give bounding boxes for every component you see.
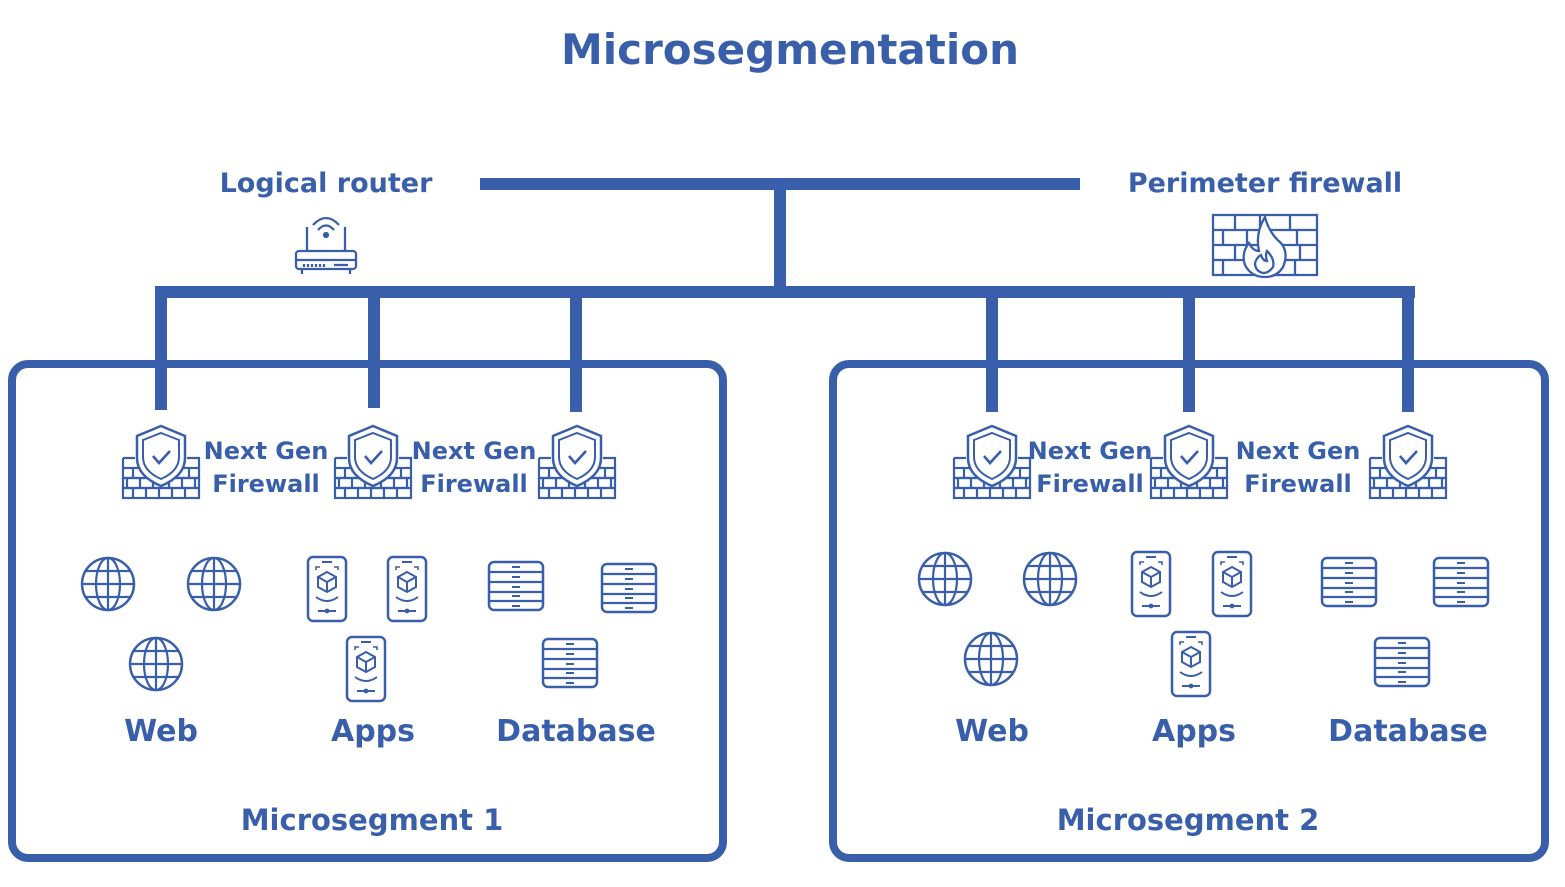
globe-icon <box>917 551 973 607</box>
wifi-router-icon <box>294 216 358 274</box>
globe-icon <box>1022 551 1078 607</box>
logical-router-label: Logical router <box>220 168 434 199</box>
group-label-apps: Apps <box>1152 714 1236 749</box>
microsegment-1-box <box>8 360 727 862</box>
next-gen-firewall-icon <box>952 424 1032 500</box>
database-icon <box>1373 636 1431 688</box>
globe-icon <box>186 556 242 612</box>
next-gen-firewall-icon <box>537 424 617 500</box>
ngfw-label-line1: Next Gen <box>412 437 537 465</box>
globe-icon <box>128 636 184 692</box>
group-label-database: Database <box>496 714 656 749</box>
mobile-app-icon <box>1130 550 1172 618</box>
page-title: Microsegmentation <box>561 25 1019 74</box>
next-gen-firewall-icon <box>1368 424 1448 500</box>
ngfw-label-line1: Next Gen <box>204 437 329 465</box>
group-label-apps: Apps <box>331 714 415 749</box>
group-label-web: Web <box>955 714 1029 749</box>
next-gen-firewall-icon <box>333 424 413 500</box>
next-gen-firewall-icon <box>121 424 201 500</box>
ngfw-label-line1: Next Gen <box>1028 437 1153 465</box>
network-lines <box>155 178 1415 412</box>
database-icon <box>1432 556 1490 608</box>
group-label-database: Database <box>1328 714 1488 749</box>
globe-icon <box>963 631 1019 687</box>
next-gen-firewall-icon <box>1149 424 1229 500</box>
ngfw-label-line1: Next Gen <box>1236 437 1361 465</box>
mobile-app-icon <box>306 555 348 623</box>
mobile-app-icon <box>345 635 387 703</box>
microsegment-2-label: Microsegment 2 <box>1057 803 1320 837</box>
mobile-app-icon <box>1170 630 1212 698</box>
brick-wall-flame-icon <box>1211 213 1319 279</box>
ngfw-label-line2: Firewall <box>1244 470 1352 498</box>
ngfw-label-line2: Firewall <box>1036 470 1144 498</box>
globe-icon <box>80 556 136 612</box>
database-icon <box>1320 556 1378 608</box>
database-icon <box>487 560 545 612</box>
database-icon <box>541 637 599 689</box>
ngfw-label-line2: Firewall <box>420 470 528 498</box>
database-icon <box>600 562 658 614</box>
mobile-app-icon <box>1211 550 1253 618</box>
perimeter-firewall-label: Perimeter firewall <box>1128 168 1402 199</box>
group-label-web: Web <box>124 714 198 749</box>
mobile-app-icon <box>386 555 428 623</box>
microsegment-2-box <box>829 360 1549 862</box>
microsegment-1-label: Microsegment 1 <box>241 803 504 837</box>
ngfw-label-line2: Firewall <box>212 470 320 498</box>
